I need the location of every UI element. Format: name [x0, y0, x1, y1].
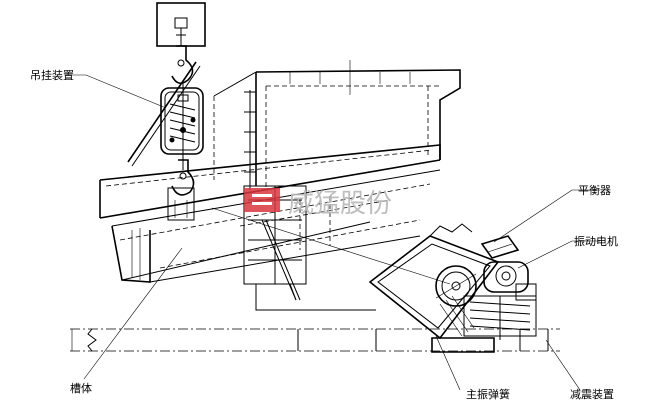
vibrator-assembly — [368, 223, 537, 353]
watermark-logo: 威猛股份 — [244, 188, 392, 219]
label-hanging-device: 吊挂装置 — [30, 68, 74, 82]
trough-body — [99, 60, 461, 311]
label-damping-device: 减震装置 — [570, 388, 614, 401]
label-balance-weight: 平衡器 — [578, 184, 611, 197]
hanging-device — [127, 2, 206, 221]
label-vibration-motor: 振动电机 — [574, 234, 618, 248]
label-main-spring: 主振弹簧 — [466, 387, 510, 401]
leader-lines — [64, 74, 600, 391]
watermark-text: 威猛股份 — [288, 189, 392, 219]
foundation-line — [70, 328, 560, 352]
label-trough-body: 槽体 — [70, 381, 92, 395]
